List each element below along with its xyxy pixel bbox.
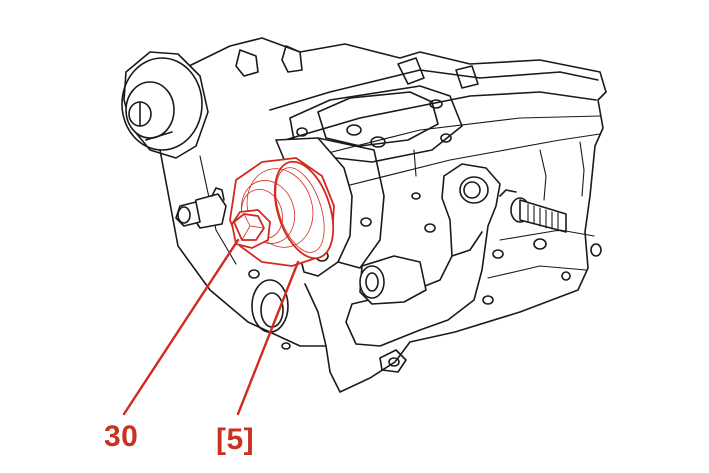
bearing-hole-1 — [346, 124, 362, 136]
upper-boss-1 — [235, 49, 259, 77]
leader-line-tool — [236, 260, 300, 416]
cam-housing-inner — [317, 91, 439, 147]
rib-1 — [539, 149, 547, 201]
plate-hole-2 — [360, 217, 372, 227]
lower-left-port — [251, 279, 289, 333]
head-left-face — [159, 149, 327, 347]
right-hole-6 — [424, 223, 436, 233]
small-hole-b — [281, 342, 291, 350]
upper-boss-2 — [281, 45, 303, 73]
callout-tool-5: [5] — [216, 423, 255, 456]
front-plate-edge — [317, 137, 385, 269]
leader-line-bolt — [122, 238, 240, 416]
deck-line-4 — [329, 133, 601, 191]
upper-boss-4 — [455, 65, 479, 89]
bearing-hole-6 — [440, 133, 452, 143]
right-hole-4 — [590, 243, 602, 257]
cylinder-head-outline — [184, 37, 607, 393]
bolt-hex-face — [241, 213, 265, 241]
right-hole-7 — [411, 192, 421, 200]
deck-line-3 — [299, 115, 601, 161]
camshaft-pulley — [121, 51, 209, 159]
bottom-fitting — [379, 349, 407, 373]
bearing-hole-4 — [296, 127, 308, 137]
right-block-1 — [499, 229, 595, 241]
hex-bolt-icon — [231, 209, 271, 249]
right-hole-3 — [533, 238, 547, 250]
tool-flange-inner — [275, 167, 325, 253]
deck-line-upper — [269, 69, 599, 111]
rib-3 — [413, 149, 417, 177]
small-hole-a — [248, 269, 260, 279]
rib-2 — [579, 141, 585, 197]
side-plug — [359, 255, 427, 305]
callout-bolt-30: 30 — [104, 420, 139, 453]
left-stud — [175, 187, 227, 229]
right-hole-5 — [561, 271, 571, 281]
right-hole-1 — [492, 249, 504, 259]
right-block-2 — [487, 265, 587, 279]
bearing-hole-3 — [429, 99, 443, 109]
engine-line-art — [121, 37, 607, 393]
right-hole-2 — [482, 295, 494, 305]
upper-boss-3 — [397, 57, 425, 85]
bearing-hole-2 — [370, 136, 386, 148]
deck-line-lower — [284, 91, 597, 141]
right-stud — [499, 189, 567, 233]
